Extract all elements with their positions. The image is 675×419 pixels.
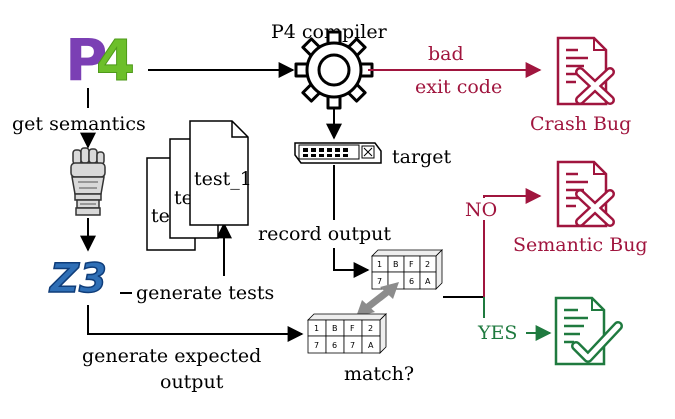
table-cell: 7 [350, 341, 355, 350]
switch-icon [294, 142, 382, 164]
table-cell: B [393, 260, 399, 269]
test-3-label: te [151, 205, 170, 227]
p4-logo-4: 4 [96, 29, 135, 94]
get-semantics-label: get semantics [12, 113, 146, 135]
table-cell: 1 [314, 324, 319, 333]
match-label: match? [344, 363, 414, 385]
crash-bug-label: Crash Bug [530, 113, 631, 135]
p4-logo: P 4 [65, 26, 135, 95]
arrow-no-branch [483, 188, 542, 297]
test-1-label: test_1 [194, 168, 252, 190]
crash-document-icon [556, 36, 615, 106]
table-cell: 2 [368, 324, 373, 333]
record-output-label: record output [258, 223, 391, 245]
checkmark-document-icon [554, 296, 623, 366]
double-arrow-icon [356, 282, 399, 317]
fist-icon [70, 147, 106, 216]
semantic-bug-label: Semantic Bug [513, 234, 648, 256]
gear-icon [294, 30, 374, 110]
yes-label: YES [477, 322, 517, 344]
no-label: NO [465, 199, 497, 221]
test-2-label: te [174, 187, 193, 209]
p4-logo-p: P [65, 26, 108, 94]
table-cell: 6 [409, 277, 414, 286]
table-cell: A [368, 341, 374, 350]
expected-table-icon: 1 B F 2 7 6 7 A [307, 313, 387, 354]
table-cell: 1 [377, 260, 382, 269]
z3-logo-text: Z3 [48, 256, 107, 302]
exit-code-label: exit code [415, 76, 502, 98]
arrow-z3-to-expected [87, 305, 304, 342]
z3-logo: Z3 [47, 255, 107, 303]
output-table-icon: 1 B F 2 7 6 A [371, 249, 443, 290]
table-cell: 7 [377, 277, 382, 286]
generate-expected-label: generate expected [82, 345, 261, 367]
table-cell: 7 [314, 341, 319, 350]
table-cell: A [425, 277, 431, 286]
table-cell: F [409, 260, 414, 269]
table-cell: 2 [425, 260, 430, 269]
output-label: output [160, 371, 224, 393]
generate-tests-label: generate tests [136, 282, 274, 304]
test-document-1: test_1 [189, 120, 252, 226]
no-label-bg [462, 198, 506, 220]
table-cell: F [350, 324, 355, 333]
test-documents-icon: te te test_1 [146, 120, 252, 251]
bad-label: bad [428, 43, 464, 65]
semantic-document-icon [556, 160, 615, 228]
table-cell: B [332, 324, 338, 333]
target-label: target [392, 146, 451, 168]
arrow-record-to-table [333, 248, 370, 278]
table-cell: 6 [332, 341, 337, 350]
